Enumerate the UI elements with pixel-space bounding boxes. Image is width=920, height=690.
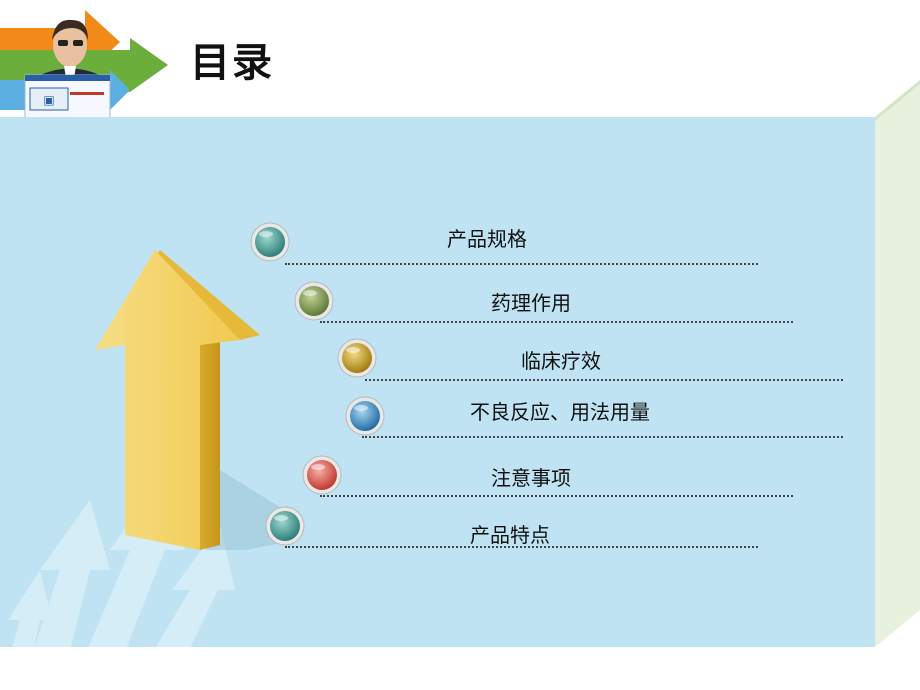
menu-item-pharmacology[interactable]: 药理作用 bbox=[0, 0, 920, 323]
red-ball-icon bbox=[302, 455, 342, 495]
dotted-line bbox=[285, 546, 758, 548]
menu-label: 临床疗效 bbox=[521, 349, 601, 373]
dotted-line bbox=[320, 321, 793, 323]
dotted-line bbox=[285, 263, 758, 265]
page-title: 目录 bbox=[190, 40, 274, 86]
menu-label: 产品特点 bbox=[470, 523, 550, 547]
menu-label: 不良反应、用法用量 bbox=[470, 400, 650, 424]
menu-item-precautions[interactable]: 注意事项 bbox=[0, 0, 920, 497]
olive-ball-icon bbox=[294, 281, 334, 321]
menu-label: 药理作用 bbox=[491, 291, 571, 315]
menu-item-clinical-efficacy[interactable]: 临床疗效 bbox=[0, 0, 920, 381]
svg-text:▣: ▣ bbox=[43, 93, 54, 107]
dotted-line bbox=[362, 436, 843, 438]
menu-item-product-features[interactable]: 产品特点 bbox=[0, 0, 920, 548]
menu-label: 产品规格 bbox=[447, 227, 527, 251]
dotted-line bbox=[365, 379, 843, 381]
gold-ball-icon bbox=[337, 338, 377, 378]
menu-item-product-spec[interactable]: 产品规格 bbox=[0, 0, 920, 265]
blue-ball-icon bbox=[345, 396, 385, 436]
dotted-line bbox=[320, 495, 793, 497]
teal-ball-icon bbox=[250, 222, 290, 262]
bottom-strip bbox=[0, 647, 920, 690]
menu-item-side-effects-dosage[interactable]: 不良反应、用法用量 bbox=[0, 0, 920, 438]
up-arrow-graphic bbox=[95, 250, 285, 550]
menu-label: 注意事项 bbox=[491, 466, 571, 490]
teal-ball-icon bbox=[265, 506, 305, 546]
